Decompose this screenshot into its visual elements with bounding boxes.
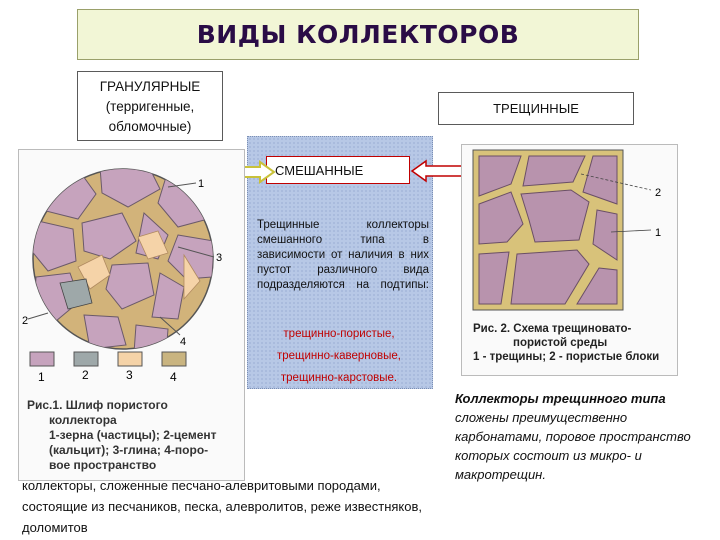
porous-block: [576, 267, 618, 305]
figure2-fracture-scheme: 2 1: [472, 149, 661, 311]
legend-swatch-cement: [73, 351, 99, 367]
legend-swatch-grain: [29, 351, 55, 367]
porous-block: [582, 155, 618, 205]
legend-label-3: 3: [126, 368, 133, 382]
mixed-description: Трещинные коллекторы смешанного типа в з…: [257, 218, 429, 293]
figure1-caption-line5: вое пространство: [49, 458, 157, 472]
figure2-caption-line2: пористой среды: [513, 337, 608, 349]
fig2-callout-2: 2: [655, 187, 661, 199]
grain: [33, 220, 77, 272]
clay-patch: [137, 230, 169, 260]
grain: [167, 234, 213, 280]
callout-line-blocks: [580, 173, 652, 191]
fig1-callout-2: 2: [22, 315, 28, 327]
callout-line-fissures: [610, 229, 652, 233]
porous-block: [510, 249, 590, 305]
title-banner: ВИДЫ КОЛЛЕКТОРОВ: [77, 9, 639, 60]
granular-description-text: коллекторы, сложенные песчано-алевритовы…: [22, 478, 423, 535]
callout-line-1: [167, 182, 197, 188]
porous-block: [522, 155, 586, 187]
legend-swatch-clay: [117, 351, 143, 367]
page-title: ВИДЫ КОЛЛЕКТОРОВ: [196, 20, 520, 49]
grain: [83, 314, 127, 349]
fig1-callout-4: 4: [180, 336, 186, 348]
porous-block: [520, 189, 590, 243]
figure2-caption-line3: 1 - трещины; 2 - пористые блоки: [473, 351, 660, 363]
granular-subtitle-1: (терригенные,: [105, 99, 195, 114]
callout-line-2: [27, 312, 49, 320]
granular-box: ГРАНУЛЯРНЫЕ (терригенные, обломочные): [77, 71, 223, 141]
figure2-caption: Рис. 2. Схема трещиновато- пористой сред…: [473, 322, 663, 364]
fractured-description-lead: Коллекторы трещинного типа: [455, 391, 666, 406]
figure1-thin-section: 1 2 3 4 1 2 3 4: [22, 168, 222, 384]
mixed-subtype-2: трещинно-каверновые,: [276, 350, 402, 362]
legend-swatch-pore: [161, 351, 187, 367]
legend-label-4: 4: [170, 370, 177, 384]
figure1-caption-line2: коллектора: [49, 413, 117, 427]
porous-block: [478, 155, 522, 197]
legend-label-2: 2: [82, 368, 89, 382]
fig1-callout-3: 3: [216, 252, 222, 264]
porous-block: [478, 191, 524, 245]
pore-space: [59, 278, 93, 310]
figure1-caption-line4: (кальцит); 3-глина; 4-поро-: [49, 443, 209, 457]
callout-line-4: [159, 316, 181, 336]
granular-description: коллекторы, сложенные песчано-алевритовы…: [22, 475, 447, 538]
porous-block: [592, 209, 618, 261]
fig2-callout-1: 1: [655, 227, 661, 239]
fractured-box: ТРЕЩИННЫЕ: [438, 92, 634, 125]
mixed-subtypes: трещинно-пористые, трещинно-каверновые, …: [250, 323, 428, 389]
grain: [105, 262, 155, 310]
grain: [99, 169, 161, 208]
mixed-box: СМЕШАННЫЕ: [266, 156, 410, 184]
mixed-description-text: Трещинные коллекторы смешанного типа в з…: [257, 219, 429, 291]
figure1-caption-line3: 1-зерна (частицы); 2-цемент: [49, 428, 217, 442]
grain: [81, 212, 137, 260]
fig1-callout-1: 1: [198, 178, 204, 190]
granular-title: ГРАНУЛЯРНЫЕ: [99, 79, 201, 94]
figure1-caption-line1: Рис.1. Шлиф пористого: [27, 398, 168, 412]
legend-label-1: 1: [38, 370, 45, 384]
fractured-title: ТРЕЩИННЫЕ: [493, 101, 579, 116]
porous-block: [478, 251, 510, 305]
granular-subtitle-2: обломочные): [108, 119, 192, 134]
fractured-description-body: сложены преимущественно карбонатами, пор…: [455, 410, 691, 482]
figure2-caption-line1: Рис. 2. Схема трещиновато-: [473, 323, 632, 335]
mixed-subtype-1: трещинно-пористые,: [283, 328, 395, 340]
fractured-description: Коллекторы трещинного типа сложены преим…: [455, 389, 717, 484]
callout-line-3: [177, 246, 215, 258]
clay-patch: [183, 253, 201, 301]
figure1-caption: Рис.1. Шлиф пористого коллектора 1-зерна…: [27, 398, 237, 473]
grain: [151, 272, 185, 320]
mixed-title: СМЕШАННЫЕ: [275, 162, 364, 178]
mixed-subtype-3: трещинно-карстовые.: [280, 372, 398, 384]
